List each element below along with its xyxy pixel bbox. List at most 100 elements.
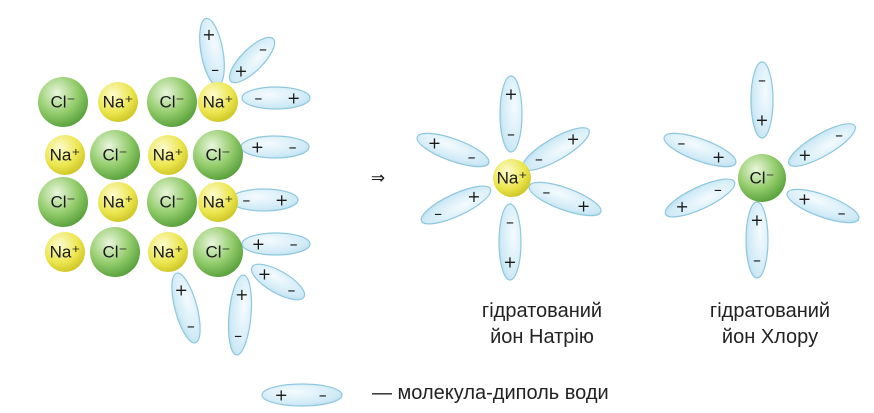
water-minus-sign: – [542, 183, 550, 202]
water-minus-sign: – [468, 147, 476, 166]
sodium-label: Na⁺ [203, 193, 234, 212]
chloride-ion [90, 130, 140, 180]
water-dipole-body [420, 185, 492, 225]
caption-line: гідратований [481, 300, 603, 322]
water-minus-sign: – [254, 89, 262, 108]
water-dipole [745, 201, 769, 279]
sodium-ion [493, 159, 531, 197]
chloride-ion [193, 227, 243, 277]
chloride-ion [38, 77, 88, 127]
water-minus-sign: – [506, 213, 514, 232]
sodium-ion [98, 82, 138, 122]
water-dipole-body [499, 75, 523, 153]
water-plus-sign: + [798, 145, 811, 164]
chloride-label: Cl⁻ [159, 193, 184, 212]
water-dipole [171, 272, 201, 344]
water-minus-sign: – [677, 134, 685, 153]
sodium-ion [148, 135, 188, 175]
water-dipole-body [498, 203, 522, 281]
sodium-ion [198, 182, 238, 222]
water-plus-sign: + [675, 197, 688, 216]
water-plus-sign: + [174, 280, 187, 299]
water-plus-sign: + [712, 147, 725, 166]
chloride-label: Cl⁻ [50, 193, 75, 212]
sodium-label: Na⁺ [153, 243, 184, 262]
chloride-label: Cl⁻ [50, 93, 75, 112]
sodium-label: Na⁺ [153, 146, 184, 165]
water-dipole-body [227, 274, 253, 356]
water-dipole-body [664, 178, 736, 218]
water-dipole-body [522, 127, 590, 171]
legend-label: — молекула-диполь води [372, 382, 609, 404]
chloride-label: Cl⁻ [749, 169, 774, 188]
labels-layer: +–+–+–+–+–+–+–+–+–Cl⁻Na⁺Cl⁻Na⁺Na⁺Cl⁻Na⁺C… [50, 25, 846, 404]
sodium-ion [45, 232, 85, 272]
sodium-label: Na⁺ [203, 93, 234, 112]
water-dipole-body [786, 188, 860, 224]
sodium-label: Na⁺ [50, 243, 81, 262]
water-minus-sign: – [259, 39, 267, 58]
water-dipole [228, 36, 276, 84]
caption-line: йон Хлору [721, 326, 819, 348]
water-plus-sign: + [258, 265, 271, 284]
chloride-ion [738, 154, 786, 202]
chloride-ion [38, 177, 88, 227]
water-minus-sign: – [714, 180, 722, 199]
water-dipole-body [788, 123, 856, 167]
hydrated-sodium-caption: гідратований йон Натрію [462, 298, 622, 350]
water-plus-sign: + [202, 25, 215, 44]
water-plus-sign: + [750, 211, 763, 230]
water-minus-sign: – [288, 280, 296, 299]
water-dipole [420, 185, 492, 225]
water-plus-sign: + [252, 235, 265, 254]
water-dipole [241, 232, 311, 256]
sodium-ion [98, 182, 138, 222]
chloride-label: Cl⁻ [205, 243, 230, 262]
water-molecules-layer [171, 17, 860, 407]
water-plus-sign: + [755, 110, 768, 129]
water-dipole-body [241, 86, 311, 110]
ions-layer [38, 77, 786, 277]
chloride-ion [90, 227, 140, 277]
water-dipole-body [228, 36, 276, 84]
water-minus-sign: – [535, 149, 543, 168]
water-dipole-body [250, 263, 306, 301]
water-plus-sign: + [503, 252, 516, 271]
water-plus-sign: + [798, 190, 811, 209]
water-dipole-body [745, 201, 769, 279]
water-dipole [663, 132, 737, 168]
water-plus-sign: + [577, 196, 590, 215]
arrow-symbol: ⇒ [371, 169, 385, 188]
water-minus-sign: – [211, 60, 219, 79]
water-dipole-body [528, 181, 602, 217]
sodium-ion [148, 232, 188, 272]
water-dipole [528, 181, 602, 217]
water-dipole [261, 383, 343, 407]
water-dipole-body [241, 232, 311, 256]
water-dipole-body [416, 132, 490, 168]
water-minus-sign: – [507, 124, 515, 143]
water-dipole [664, 178, 736, 218]
caption-line: йон Натрію [490, 326, 594, 348]
water-plus-sign: + [235, 285, 248, 304]
sodium-ion [198, 82, 238, 122]
water-dipole [498, 203, 522, 281]
water-minus-sign: – [290, 235, 298, 254]
water-minus-sign: – [289, 138, 297, 157]
water-minus-sign: – [753, 250, 761, 269]
chloride-label: Cl⁻ [205, 146, 230, 165]
water-minus-sign: – [242, 191, 250, 210]
water-plus-sign: + [287, 89, 300, 108]
water-dipole [522, 127, 590, 171]
water-minus-sign: – [758, 71, 766, 90]
water-minus-sign: – [835, 126, 843, 145]
water-plus-sign: + [428, 134, 441, 153]
sodium-label: Na⁺ [103, 193, 134, 212]
water-plus-sign: + [504, 85, 517, 104]
water-dipole-body [261, 383, 343, 407]
water-minus-sign: – [434, 204, 442, 223]
water-plus-sign: + [275, 191, 288, 210]
chloride-label: Cl⁻ [159, 93, 184, 112]
water-plus-sign: + [251, 138, 264, 157]
